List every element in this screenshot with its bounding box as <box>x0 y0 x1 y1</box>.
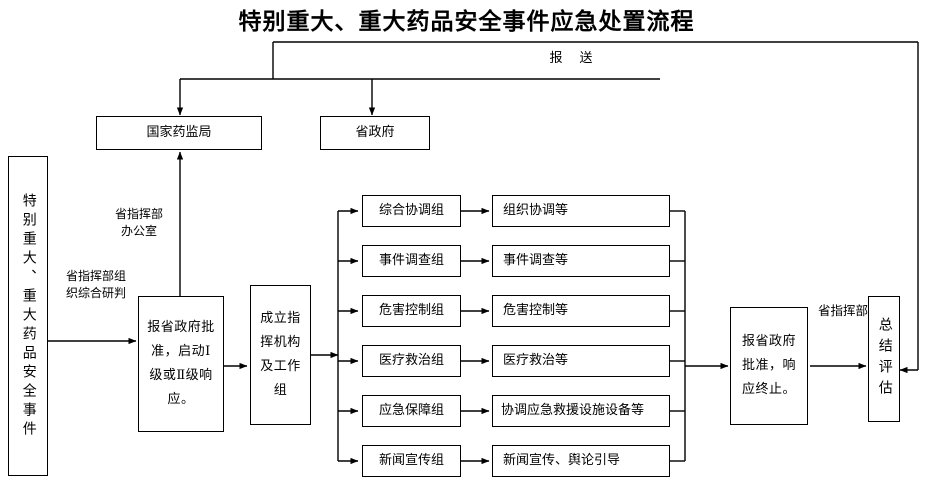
node-setup-org-label: 成立指挥机构及工作组 <box>260 310 301 399</box>
node-group-5[interactable]: 新闻宣传组 <box>362 445 461 477</box>
node-source-label: 特别重大、重大药品安全事件 <box>20 192 37 440</box>
label-report: 报 送 <box>549 51 595 66</box>
node-nmpa-label: 国家药监局 <box>146 124 212 140</box>
node-group-1-label: 事件调查组 <box>378 252 444 268</box>
label-prov-command: 省指挥部 <box>817 303 868 318</box>
node-group-3-label: 医疗救治组 <box>378 352 444 368</box>
node-group-5-label: 新闻宣传组 <box>378 452 444 468</box>
node-summary-label: 总结评估 <box>876 317 893 401</box>
node-task-0-label: 组织协调等 <box>503 202 569 218</box>
node-group-4[interactable]: 应急保障组 <box>362 395 461 427</box>
node-group-0-label: 综合协调组 <box>378 202 444 218</box>
node-setup-org[interactable]: 成立指挥机构及工作组 <box>250 285 311 425</box>
node-group-3[interactable]: 医疗救治组 <box>362 345 461 377</box>
node-task-1-label: 事件调查等 <box>503 252 569 268</box>
node-task-3-label: 医疗救治等 <box>503 352 569 368</box>
label-prov-assess: 省指挥部组 织综合研判 <box>65 269 126 300</box>
node-task-5-label: 新闻宣传、舆论引导 <box>503 452 621 468</box>
node-approve-end[interactable]: 报省政府批准，响应终止。 <box>730 307 808 425</box>
node-task-2-label: 危害控制等 <box>503 302 569 318</box>
node-prov-gov-label: 省政府 <box>355 124 395 140</box>
node-group-4-label: 应急保障组 <box>378 402 444 418</box>
node-source[interactable]: 特别重大、重大药品安全事件 <box>8 156 48 476</box>
node-prov-gov[interactable]: 省政府 <box>320 116 430 150</box>
node-task-3[interactable]: 医疗救治等 <box>492 345 670 377</box>
node-task-0[interactable]: 组织协调等 <box>492 195 670 227</box>
node-group-1[interactable]: 事件调查组 <box>362 245 461 277</box>
node-task-1[interactable]: 事件调查等 <box>492 245 670 277</box>
node-approve-start[interactable]: 报省政府批准，启动Ⅰ级或Ⅱ级响应。 <box>138 296 224 432</box>
page-title: 特别重大、重大药品安全事件应急处置流程 <box>238 8 695 35</box>
node-task-4-label: 协调应急救援设施设备等 <box>501 402 645 418</box>
node-approve-end-label: 报省政府批准，响应终止。 <box>741 333 796 398</box>
node-approve-start-label: 报省政府批准，启动Ⅰ级或Ⅱ级响应。 <box>147 319 215 408</box>
node-group-2-label: 危害控制组 <box>378 302 444 318</box>
node-group-2[interactable]: 危害控制组 <box>362 295 461 327</box>
node-summary[interactable]: 总结评估 <box>868 296 900 422</box>
node-task-4[interactable]: 协调应急救援设施设备等 <box>492 395 670 427</box>
node-task-2[interactable]: 危害控制等 <box>492 295 670 327</box>
label-prov-office: 省指挥部 办公室 <box>114 207 163 238</box>
node-group-0[interactable]: 综合协调组 <box>362 195 461 227</box>
node-task-5[interactable]: 新闻宣传、舆论引导 <box>492 445 670 477</box>
node-nmpa[interactable]: 国家药监局 <box>96 116 262 150</box>
